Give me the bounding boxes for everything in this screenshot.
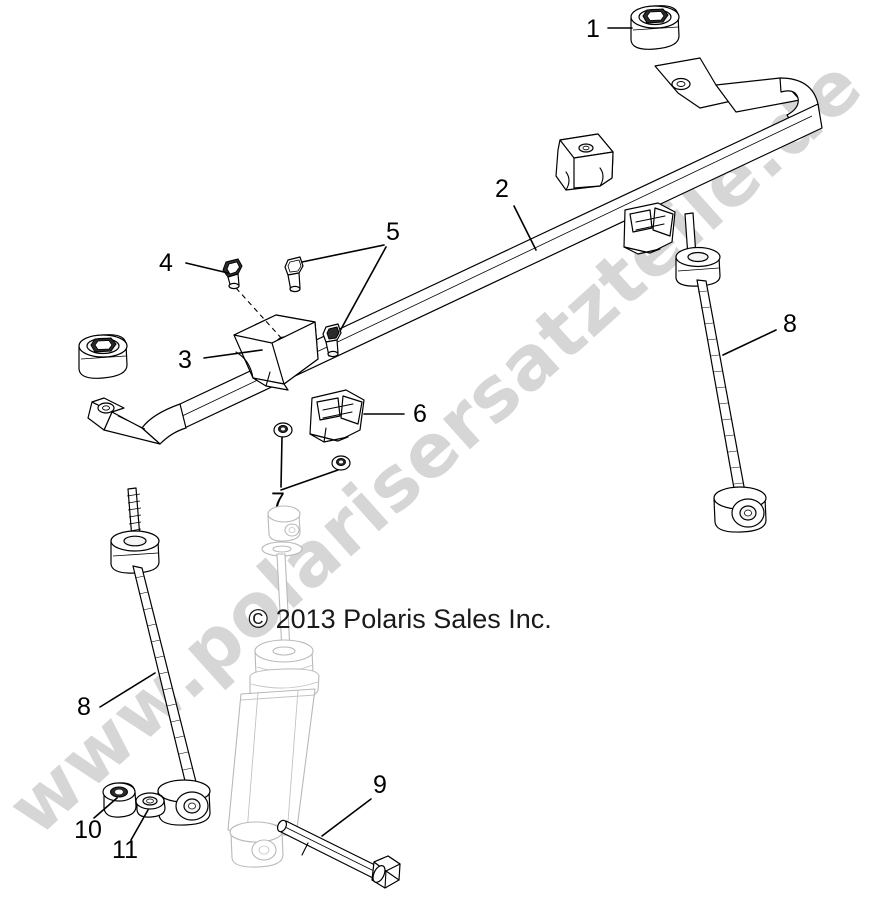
callout-9: 9 (373, 771, 387, 799)
callout-leader-10 (93, 797, 118, 819)
callout-10: 10 (74, 816, 102, 844)
callout-5: 5 (386, 218, 400, 246)
callout-leader-2 (513, 205, 537, 251)
callout-4: 4 (159, 249, 173, 277)
bushing-mount-left (78, 334, 128, 379)
shock-absorber (227, 505, 320, 868)
callout-leader-8-right (722, 329, 777, 356)
rivet-screw (222, 258, 243, 290)
callout-leader-11 (130, 809, 149, 841)
callout-leader-7 (280, 436, 339, 491)
flange-bolt-upper (284, 256, 304, 293)
callout-leader-5 (301, 244, 387, 332)
link-rod-right (675, 212, 767, 533)
callout-6: 6 (413, 400, 427, 428)
bracket-plate (233, 314, 319, 391)
callout-leader-3 (203, 349, 263, 359)
flange-bolt-lower (322, 323, 342, 358)
assembly-dash-4 (235, 287, 284, 341)
callout-2: 2 (495, 175, 509, 203)
copyright-notice: © 2013 Polaris Sales Inc. (248, 604, 552, 634)
callout-11: 11 (112, 836, 138, 864)
washer-thin (135, 792, 166, 818)
bar-clamp-lower (309, 389, 365, 443)
callout-3: 3 (178, 346, 192, 374)
callout-leader-8-left (99, 672, 156, 708)
washer-lower (331, 455, 351, 471)
washer-thick (102, 782, 137, 818)
bushing-mount-upper (630, 5, 680, 50)
callout-leader-4 (185, 262, 229, 274)
callout-1: 1 (586, 15, 600, 43)
callout-8-right: 8 (783, 310, 797, 338)
bar-clamp-upper (623, 202, 676, 255)
hex-flange-bolt (276, 819, 401, 889)
callout-8-left: 8 (77, 693, 91, 721)
link-rod-left (110, 487, 211, 826)
bar-bracket-upper (555, 133, 614, 191)
callout-leader-9 (321, 798, 372, 837)
washer-upper (273, 422, 293, 438)
